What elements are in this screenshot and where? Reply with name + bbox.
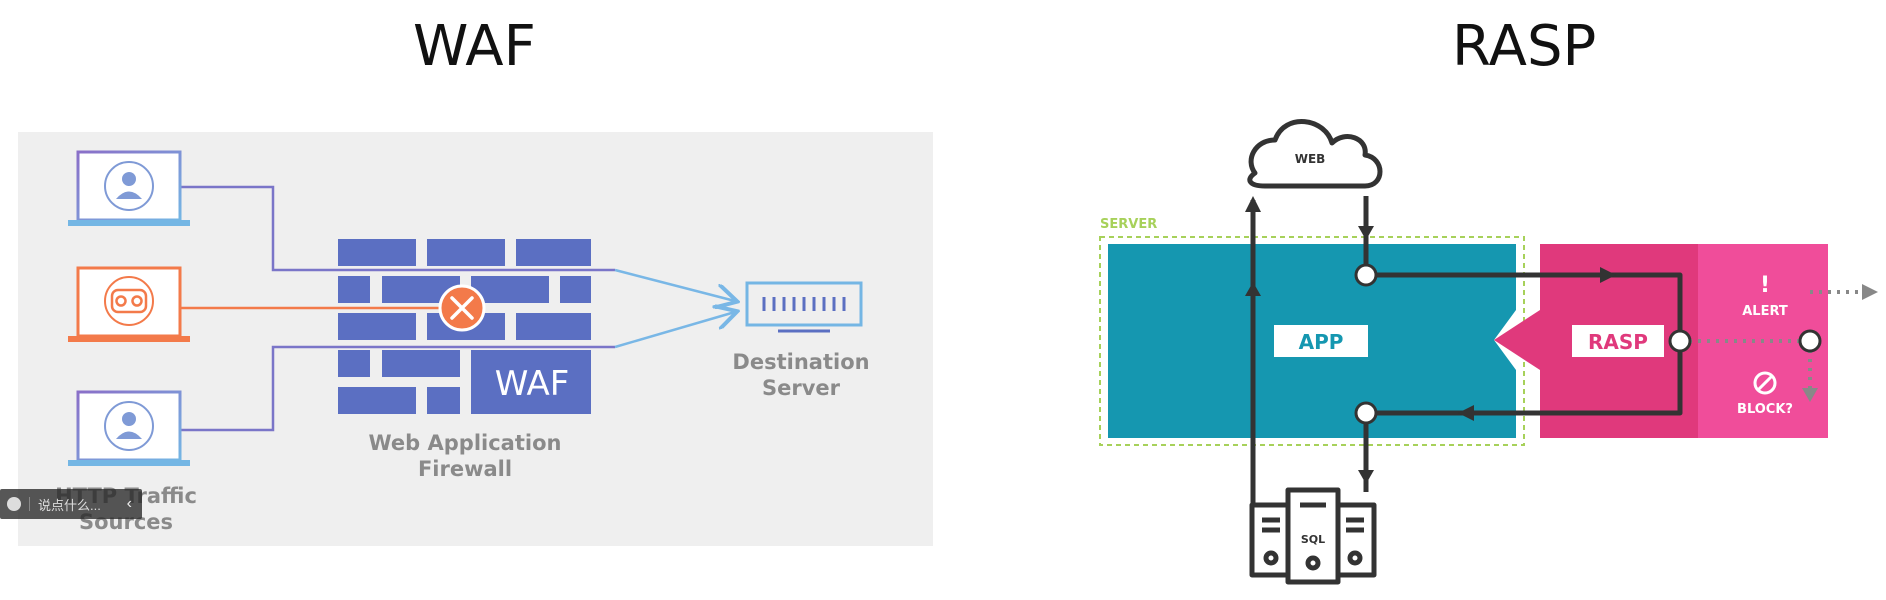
user-line-top xyxy=(180,185,615,272)
user-line-bottom xyxy=(180,345,615,432)
destination-label-line2: Server xyxy=(762,376,841,400)
junction-nodes xyxy=(1354,263,1822,425)
waf-diagram: WAF Web Application Firewall Destination… xyxy=(18,132,933,546)
rasp-label-box xyxy=(1572,325,1664,357)
web-label: WEB xyxy=(1295,152,1326,166)
pass-line-bottom xyxy=(614,312,735,349)
divider xyxy=(29,497,30,511)
app-label: APP xyxy=(1299,330,1344,354)
emoji-icon[interactable] xyxy=(7,497,21,511)
destination-label-line1: Destination xyxy=(732,350,869,374)
rasp-diagram: SERVER APP RASP ! ALERT BLOCK? WEB xyxy=(1099,119,1878,585)
rasp-label: RASP xyxy=(1588,330,1648,354)
firewall-label-line2: Firewall xyxy=(418,457,512,481)
bot-laptop-icon xyxy=(68,266,190,342)
user-laptop-top-icon xyxy=(68,150,190,226)
rasp-title: RASP xyxy=(1452,14,1597,79)
chevron-left-icon[interactable]: ‹ xyxy=(126,495,132,512)
alert-arrowhead xyxy=(1862,284,1878,300)
block-arrowhead xyxy=(1802,388,1818,402)
sql-label: SQL xyxy=(1301,533,1325,546)
web-cloud-icon xyxy=(1247,119,1383,189)
user-laptop-bottom-icon xyxy=(68,390,190,466)
server-rack-icon xyxy=(745,281,863,333)
rasp-outcome-lines xyxy=(1680,290,1862,388)
alert-mark: ! xyxy=(1760,273,1770,298)
blocked-x-icon xyxy=(438,284,486,332)
firewall-label-line1: Web Application xyxy=(369,431,562,455)
app-label-box xyxy=(1274,325,1368,357)
comment-placeholder: 说点什么... xyxy=(38,497,101,513)
alert-label: ALERT xyxy=(1742,304,1788,319)
server-label: SERVER xyxy=(1100,217,1157,232)
sql-database-icon xyxy=(1249,487,1377,585)
pass-line-top xyxy=(614,268,735,301)
block-icon xyxy=(1753,371,1777,395)
block-label: BLOCK? xyxy=(1737,402,1793,417)
wall-text: WAF xyxy=(495,364,570,404)
traffic-lines xyxy=(180,185,735,432)
server-boundary xyxy=(1099,236,1525,446)
waf-title: WAF xyxy=(413,14,536,79)
comment-input-bar[interactable]: 说点什么... ‹ xyxy=(0,489,142,519)
